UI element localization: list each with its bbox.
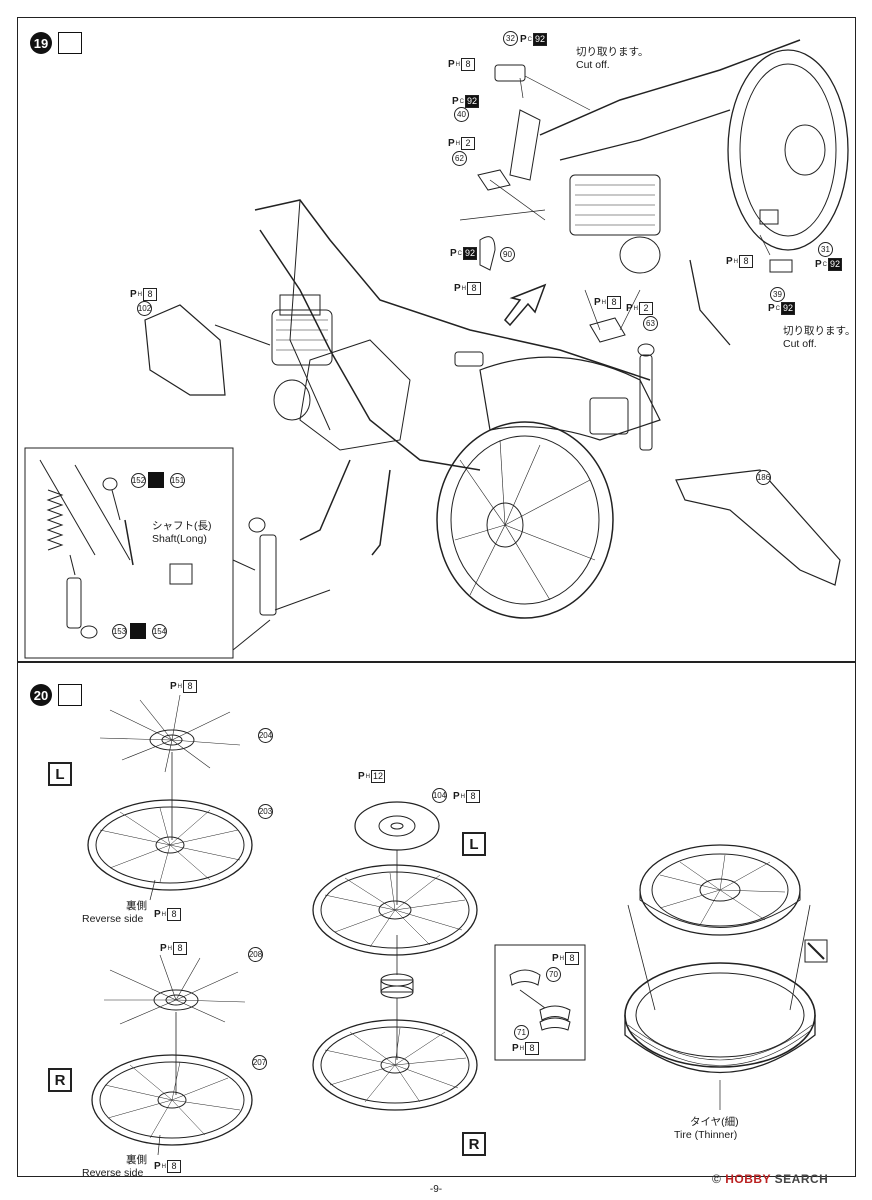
part-number: 152 xyxy=(131,473,146,488)
shaft-label-en: Shaft(Long) xyxy=(152,533,207,545)
part-number: 153 xyxy=(112,624,127,639)
shaft-label-jp: シャフト(長) xyxy=(152,520,212,532)
no-glue-icon xyxy=(804,939,828,963)
inset-glue-icon xyxy=(169,563,193,585)
watermark-logo-mark: © xyxy=(712,1172,722,1186)
part-number: 39 xyxy=(770,287,785,302)
page-number: -9- xyxy=(429,1184,443,1195)
tire-thinner xyxy=(624,962,816,1073)
part-number: 70 xyxy=(546,967,561,982)
hub-drum xyxy=(380,973,414,999)
part-number: 31 xyxy=(818,242,833,257)
assembled-wheel xyxy=(639,844,801,936)
rear-shock-left xyxy=(248,517,277,616)
watermark-brand-2: SEARCH xyxy=(774,1172,829,1186)
glue-hand-icon xyxy=(58,684,82,706)
part-number: 151 xyxy=(170,473,185,488)
side-cover xyxy=(144,304,226,396)
rim-right xyxy=(91,1054,253,1146)
direction-arrow xyxy=(504,283,547,327)
tire-label-en: Tire (Thinner) xyxy=(674,1129,738,1141)
inset-shock-box xyxy=(24,447,234,659)
part-number: 208 xyxy=(248,947,263,962)
cut-off-label-en: Cut off. xyxy=(783,338,817,350)
side-label-left: L xyxy=(462,832,486,856)
cement-icon xyxy=(130,623,146,639)
part-number: 186 xyxy=(756,470,771,485)
front-rim-left xyxy=(312,864,478,956)
reverse-side-label-en: Reverse side xyxy=(82,1167,144,1179)
front-rim-right xyxy=(312,1019,478,1111)
part-number: 207 xyxy=(252,1055,267,1070)
step-20-number: 20 xyxy=(30,684,52,706)
part-number: 32 xyxy=(503,31,518,46)
part-number: 104 xyxy=(432,788,447,803)
shock-spring xyxy=(46,489,64,551)
rear-wheel-tire xyxy=(436,421,614,619)
cement-icon xyxy=(148,472,164,488)
brake-disc xyxy=(354,801,440,851)
side-stand-part xyxy=(509,109,541,181)
inset-spacer-box xyxy=(494,944,586,1061)
tire-label-jp: タイヤ(細) xyxy=(690,1116,739,1128)
watermark-brand: HOBBY xyxy=(725,1172,771,1186)
spoke-hub-left xyxy=(99,694,241,773)
glue-hand-icon xyxy=(58,32,82,54)
part-number: 90 xyxy=(500,247,515,262)
front-wheel-tire xyxy=(727,49,849,251)
side-label-right: R xyxy=(462,1132,486,1156)
part-number: 204 xyxy=(258,728,273,743)
part-number: 154 xyxy=(152,624,167,639)
reverse-side-label-jp: 裏側 xyxy=(126,900,147,912)
step-20-panel xyxy=(17,662,856,1177)
cut-off-label-jp: 切り取ります。 xyxy=(783,325,856,337)
spoke-hub-right xyxy=(104,954,246,1025)
chain-guard xyxy=(675,469,841,586)
step-19-number: 19 xyxy=(30,32,52,54)
part-number: 102 xyxy=(137,301,152,316)
side-label-left: L xyxy=(48,762,72,786)
step-19-panel xyxy=(17,17,856,662)
part-number: 203 xyxy=(258,804,273,819)
reverse-side-label-en: Reverse side xyxy=(82,913,144,925)
watermark: © HOBBY SEARCH xyxy=(712,1172,828,1186)
side-label-right: R xyxy=(48,1068,72,1092)
part-number: 71 xyxy=(514,1025,529,1040)
cut-off-label-jp: 切り取ります。 xyxy=(576,46,649,58)
rear-fender xyxy=(479,356,661,441)
cut-off-label-en: Cut off. xyxy=(576,59,610,71)
reverse-side-label-jp: 裏側 xyxy=(126,1154,147,1166)
rim-left xyxy=(87,799,253,891)
part-number: 62 xyxy=(452,151,467,166)
rear-shock-right xyxy=(637,343,655,451)
part-number: 40 xyxy=(454,107,469,122)
part-number: 63 xyxy=(643,316,658,331)
